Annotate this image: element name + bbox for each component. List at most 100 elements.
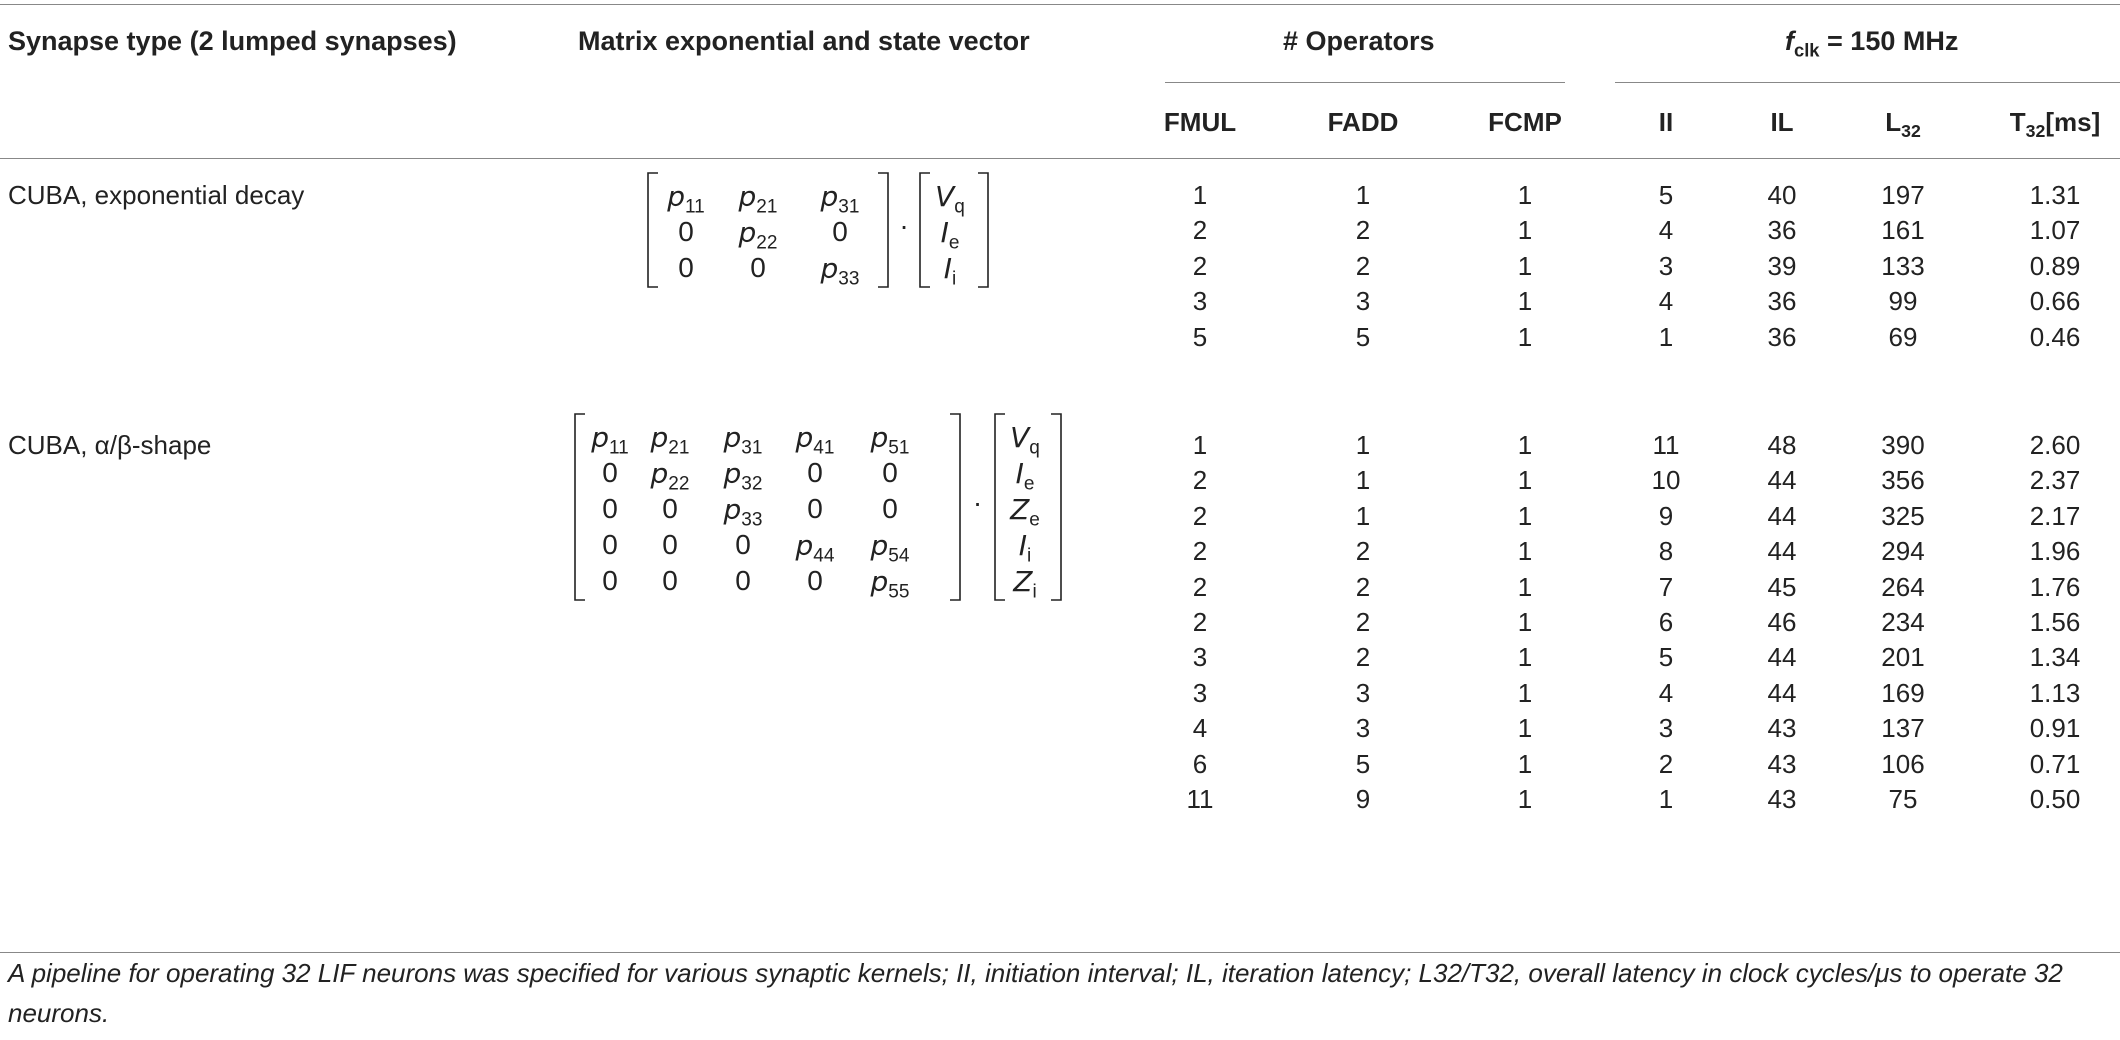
matrix-entry: p41 [795,421,835,459]
matrix-brackets [574,413,1062,601]
cell-fcmp: 1 [1517,536,1533,567]
fclk-f: f [1785,26,1794,56]
cell-fmul: 2 [1192,215,1208,246]
cell-fcmp: 1 [1517,465,1533,496]
cell-l32: 169 [1881,677,1925,708]
cell-t32: 0.91 [2029,713,2081,744]
cell-l32: 264 [1881,571,1925,602]
matrix-entry: p22 [738,216,778,254]
cell-il: 36 [1767,215,1797,246]
header-l32: L32 [1885,107,1921,142]
matrix-entry: 0 [807,457,823,488]
bracket-right [878,172,889,288]
matrix-entry: p11 [591,421,629,459]
cell-fadd: 1 [1355,180,1371,210]
header-matrix: Matrix exponential and state vector [578,26,1030,56]
matrix-entry: p33 [820,252,860,290]
cell-fcmp: 1 [1517,571,1533,602]
fclk-sub: clk [1794,39,1820,61]
fclk-rest: = 150 MHz [1819,26,1959,56]
matrix-entry: p11 [667,180,705,218]
bracket-left [919,172,930,288]
cell-l32: 356 [1881,465,1925,496]
matrix-entry: 0 [662,529,678,560]
cell-fmul: 1 [1192,180,1208,210]
cell-ii: 3 [1658,713,1674,744]
cell-ii: 2 [1658,748,1674,779]
cell-il: 45 [1767,571,1797,602]
matrix-entry: 0 [602,457,618,488]
bracket-right [978,172,989,288]
cell-ii: 3 [1658,250,1674,281]
cell-t32: 2.17 [2029,500,2081,531]
matrix-entry: 0 [602,565,618,596]
cell-fmul: 11 [1186,784,1214,814]
group-label-alpha-beta: CUBA, α/β-shape [8,430,212,460]
cell-il: 36 [1767,321,1797,352]
matrix-entry: 0 [807,565,823,596]
matrix-entry: 0 [662,565,678,596]
vector-entry: Ii [943,252,957,290]
cell-l32: 197 [1881,180,1925,210]
cell-fadd: 5 [1355,321,1371,352]
table-caption: A pipeline for operating 32 LIF neurons … [8,958,2063,1028]
cell-fmul: 4 [1192,713,1208,744]
header-operators: # Operators [1283,26,1435,56]
top-rule [0,4,2120,5]
cell-ii: 9 [1658,500,1674,531]
vector-entry: Ie [1015,457,1035,495]
cell-ii: 4 [1658,677,1674,708]
cell-il: 44 [1767,500,1797,531]
matrix-entry: 0 [735,529,751,560]
cell-il: 44 [1767,677,1797,708]
bracket-left [994,413,1005,601]
cell-fcmp: 1 [1517,500,1533,531]
cell-il: 44 [1767,536,1797,567]
vector-entry: Ie [940,216,960,254]
matrix-entry: p44 [795,529,835,567]
cell-fadd: 2 [1355,571,1371,602]
matrix-entry: 0 [807,493,823,524]
cell-fmul: 2 [1192,536,1208,567]
cell-il: 48 [1767,430,1797,460]
cell-ii: 6 [1658,607,1674,637]
cell-fcmp: 1 [1517,677,1533,708]
cell-il: 44 [1767,465,1797,496]
cell-t32: 1.07 [2029,215,2081,246]
matrix-entry: p33 [723,493,763,531]
matrix-entry: p21 [650,421,690,459]
header-bottom-rule [0,158,2120,159]
cell-fcmp: 1 [1517,784,1533,814]
cell-fmul: 3 [1192,286,1208,317]
cell-ii: 1 [1658,321,1674,352]
bracket-right [1051,413,1062,601]
cell-l32: 390 [1881,430,1925,460]
matrix-entry: p31 [723,421,763,459]
matrix-entry: 0 [678,252,694,283]
cell-fadd: 3 [1355,713,1371,744]
cell-il: 40 [1767,180,1797,210]
cell-fadd: 1 [1355,500,1371,531]
cell-fadd: 2 [1355,250,1371,281]
header-ii: II [1658,107,1674,137]
matrix-entry: p51 [870,421,910,459]
matrix-entry: 0 [678,216,694,247]
cell-fmul: 6 [1192,748,1208,779]
cell-fmul: 3 [1192,677,1208,708]
cell-il: 46 [1767,607,1797,637]
cell-il: 43 [1767,748,1797,779]
cell-fadd: 9 [1355,784,1371,814]
matrix-entry: 0 [662,493,678,524]
cell-t32: 1.34 [2029,642,2081,673]
cell-il: 39 [1767,250,1797,281]
bracket-right [950,413,961,601]
cell-t32: 0.46 [2029,321,2081,352]
cell-fcmp: 1 [1517,215,1533,246]
cell-l32: 234 [1881,607,1925,637]
cell-t32: 0.89 [2029,250,2081,281]
cell-fadd: 2 [1355,607,1371,637]
cell-t32: 2.60 [2029,430,2081,460]
multiply-dot: · [972,487,983,518]
matrix-entry: p54 [870,529,910,567]
cell-il: 44 [1767,642,1797,673]
